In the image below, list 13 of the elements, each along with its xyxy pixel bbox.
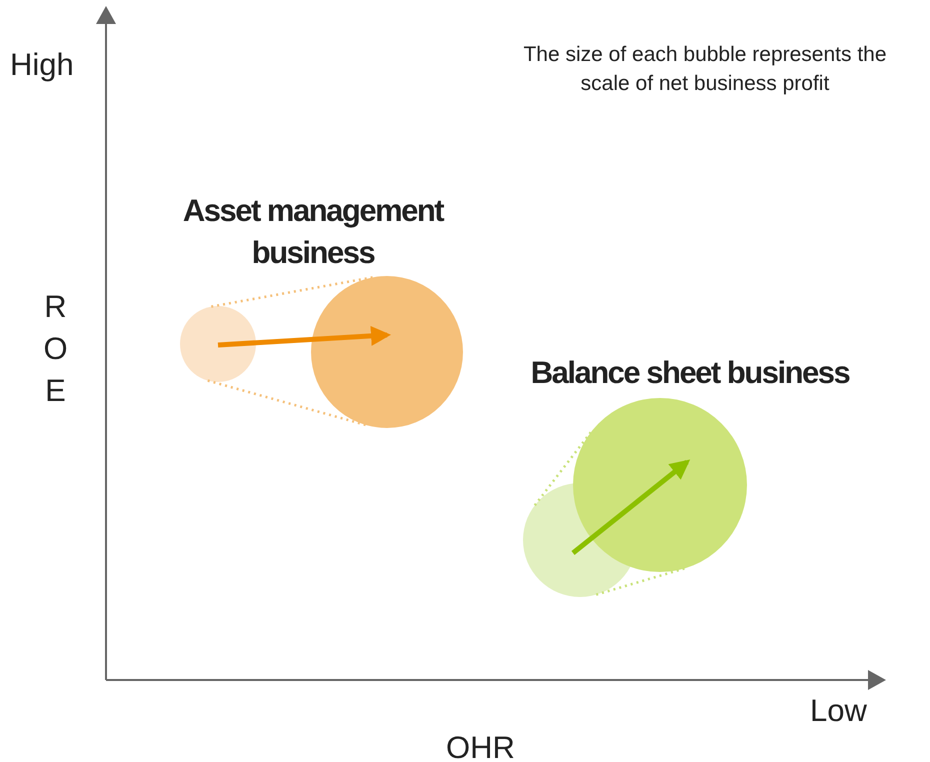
axis-title: OHR <box>446 729 515 762</box>
dotted-connector <box>211 276 374 308</box>
group-title: Balance sheet business <box>530 354 850 392</box>
group-title: Asset management business <box>182 192 445 272</box>
note-text: The size of each bubble represents the scale of net business profit <box>522 42 888 98</box>
arrow <box>218 326 391 348</box>
dotted-connector <box>596 567 686 596</box>
dotted-connector <box>534 431 592 506</box>
dotted-connector <box>207 379 367 426</box>
arrow <box>571 460 690 555</box>
axis-label: High <box>10 46 74 84</box>
axis-title: ROE <box>42 288 69 410</box>
axis-label: Low <box>810 692 867 730</box>
